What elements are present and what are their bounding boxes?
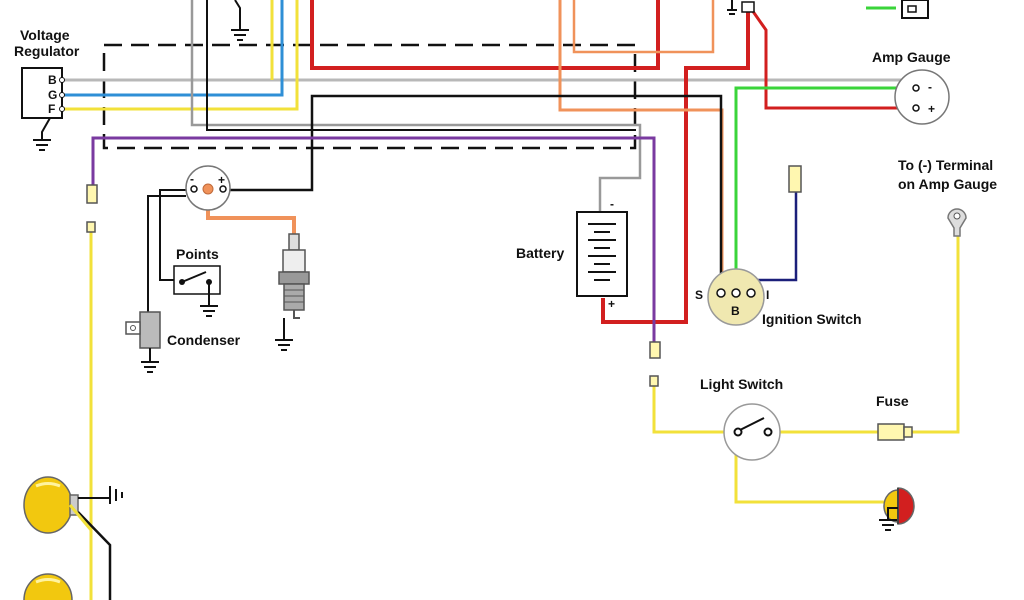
- spark-plug: [278, 233, 310, 319]
- voltage-regulator-box: [21, 67, 63, 119]
- amp-gauge-terminal-minus: [912, 84, 920, 92]
- regulator-ground-wire: [41, 117, 51, 140]
- amp-gauge-terminal-plus: [912, 104, 920, 112]
- coil-minus-label: -: [190, 172, 194, 186]
- wire-red-battery: [601, 10, 750, 324]
- wire-yellow-regulator-f: [62, 0, 299, 111]
- amp-gauge-minus-label: -: [928, 80, 932, 94]
- wire-yellow-light-switch: [652, 386, 734, 434]
- ground-symbol-spark-plug: [275, 339, 293, 351]
- ignition-switch-label: Ignition Switch: [762, 311, 862, 327]
- battery-plus-label: +: [608, 297, 615, 311]
- voltage-regulator-label-2: Regulator: [14, 43, 80, 59]
- wire-navy-ignition: [756, 192, 798, 282]
- wire-red-main: [310, 0, 660, 70]
- ground-top-wire: [234, 0, 241, 30]
- connector-left-upper: [86, 184, 98, 204]
- ground-symbol-regulator: [33, 139, 51, 151]
- wire-red-amp: [750, 9, 916, 110]
- to-terminal-label-1: To (-) Terminal: [898, 157, 993, 173]
- voltage-regulator-label-1: Voltage: [20, 27, 70, 43]
- condenser: [139, 311, 161, 349]
- ignition-b-label: B: [731, 304, 740, 318]
- coil-terminal-minus: [190, 185, 198, 193]
- amp-gauge: [894, 69, 950, 125]
- connector-purple-upper: [649, 341, 661, 359]
- amp-gauge-label: Amp Gauge: [872, 49, 951, 65]
- wire-black-points: [159, 189, 186, 281]
- ignition-connector: [788, 165, 802, 193]
- wire-purple: [91, 136, 656, 342]
- headlight-lower: [23, 573, 73, 600]
- ignition-terminal-b: [731, 288, 741, 298]
- battery-label: Battery: [516, 245, 564, 261]
- top-right-terminal: [741, 1, 755, 13]
- fuse-label: Fuse: [876, 393, 909, 409]
- coil-terminal-plus: [219, 185, 227, 193]
- dashed-enclosure: [102, 43, 637, 150]
- ground-symbol-condenser: [141, 361, 159, 373]
- wire-blue-regulator-g: [62, 0, 284, 97]
- battery-cells: [588, 223, 616, 281]
- ground-symbol-top-right: [727, 9, 737, 15]
- battery: [576, 211, 628, 297]
- points-label: Points: [176, 246, 219, 262]
- wire-black-condenser: [147, 195, 186, 320]
- ring-terminal: [947, 208, 967, 237]
- wire-black-coil: [228, 94, 723, 282]
- wire-gray-top: [190, 0, 642, 212]
- regulator-dot-f: [59, 106, 65, 112]
- ignition-terminal-i: [746, 288, 756, 298]
- wire-orange-top-2: [572, 0, 715, 54]
- fuse: [877, 423, 913, 441]
- to-terminal-label-2: on Amp Gauge: [898, 176, 997, 192]
- ground-symbol-headlight: [109, 486, 123, 504]
- amp-gauge-plus-label: +: [928, 102, 935, 116]
- ground-symbol-points: [200, 305, 218, 317]
- tail-light-ground-wire: [887, 507, 898, 520]
- ignition-s-label: S: [695, 288, 703, 302]
- light-switch-contact-right: [763, 427, 773, 437]
- regulator-terminal-b: B: [48, 73, 57, 87]
- light-switch-contact-left: [733, 427, 743, 437]
- ring-terminal-hole: [953, 212, 961, 220]
- light-switch-arm: [739, 417, 765, 431]
- connector-left-lower: [86, 221, 96, 233]
- regulator-dot-b: [59, 77, 65, 83]
- regulator-terminal-g: G: [48, 88, 57, 102]
- points-box: [173, 265, 221, 295]
- regulator-terminal-f: F: [48, 102, 55, 116]
- regulator-dot-g: [59, 92, 65, 98]
- coil-plus-label: +: [218, 173, 225, 187]
- ground-symbol-tail-light: [879, 519, 897, 531]
- top-right-connector-pin: [907, 5, 917, 13]
- points-switch-arm: [181, 271, 207, 283]
- headlight-upper: [23, 476, 79, 534]
- wire-black-top: [206, 0, 636, 131]
- battery-minus-label: -: [610, 197, 614, 211]
- ignition-i-label: I: [766, 288, 769, 302]
- light-switch: [723, 403, 781, 461]
- ignition-terminal-s: [716, 288, 726, 298]
- wire-yellow-tail-light: [734, 438, 898, 504]
- headlight-yellow-wire: [68, 504, 93, 531]
- coil-center-terminal: [202, 183, 214, 195]
- condenser-tab-hole: [130, 325, 136, 331]
- headlight-black-wire: [77, 511, 112, 600]
- wire-yellow-fuse-right: [912, 232, 960, 434]
- connector-purple-lower: [649, 375, 659, 387]
- condenser-label: Condenser: [167, 332, 241, 348]
- wire-green-amp: [734, 86, 916, 282]
- ground-symbol-top: [231, 29, 249, 41]
- light-switch-label: Light Switch: [700, 376, 783, 392]
